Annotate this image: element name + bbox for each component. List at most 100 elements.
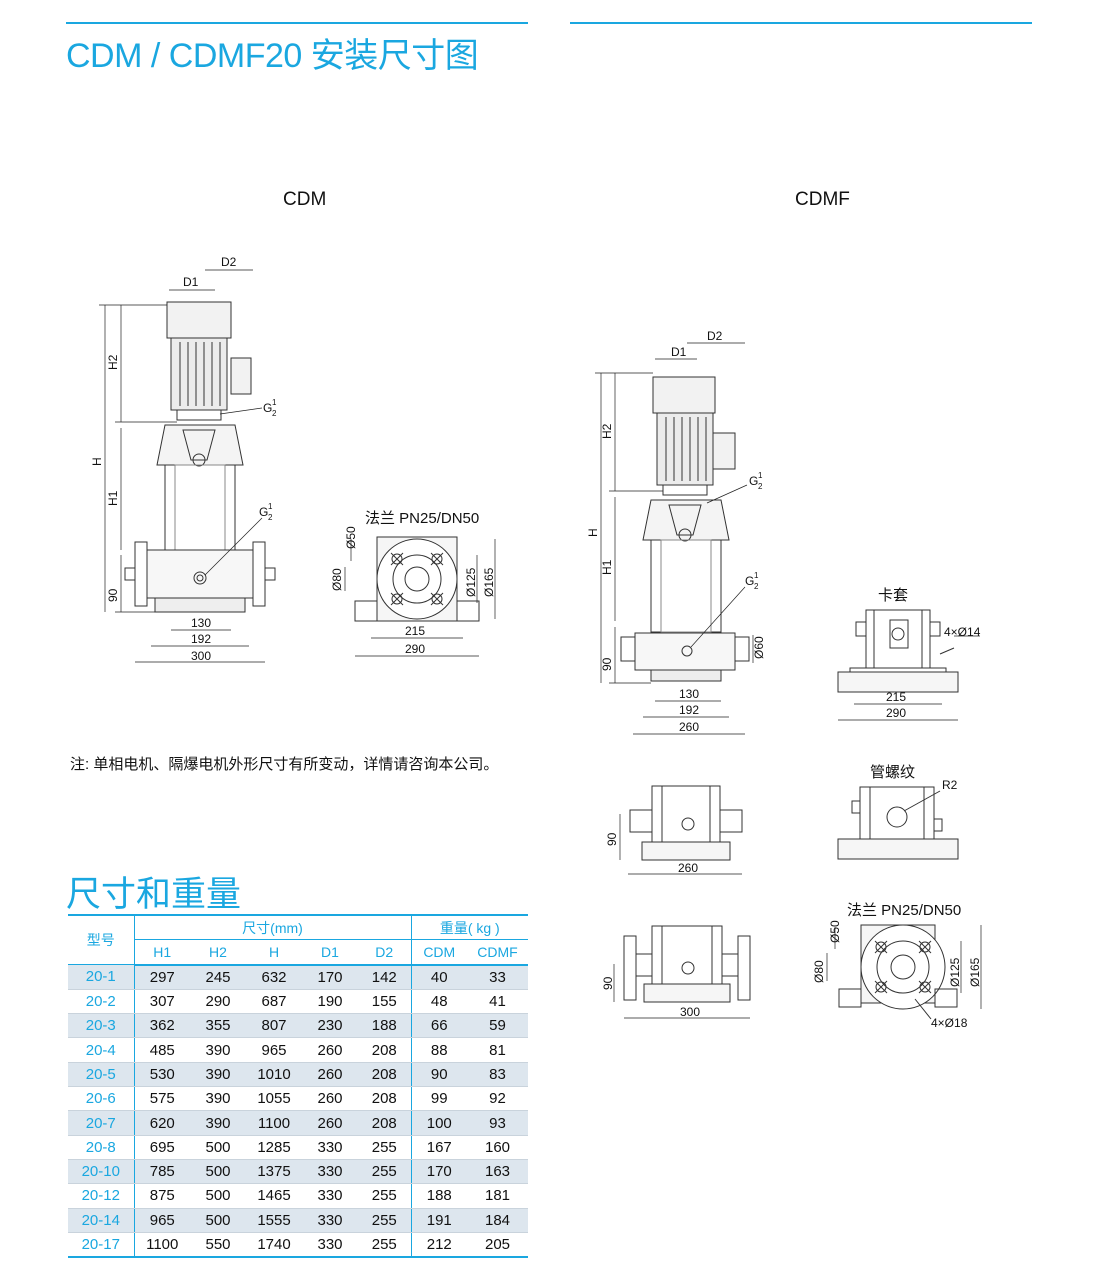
cdm-dim-h: H <box>90 457 104 466</box>
page-title: CDM / CDMF20 安装尺寸图 <box>66 37 479 75</box>
clamp-label: 卡套 <box>878 587 908 604</box>
cell-d1: 230 <box>302 1013 358 1039</box>
cdmf-drawing: D1 D2 H2 H H1 90 130 192 260 Ø60 G 1 2 G… <box>586 329 766 735</box>
cell-d1: 260 <box>302 1086 358 1112</box>
cell-h: 1375 <box>246 1159 302 1185</box>
cell-h2: 500 <box>190 1159 246 1185</box>
side2-dim-90: 90 <box>601 976 615 990</box>
cdmf-dim-192: 192 <box>679 703 699 717</box>
cell-d2: 208 <box>358 1086 412 1112</box>
cell-h2: 500 <box>190 1208 246 1233</box>
clamp-drawing: 卡套 4×Ø14 215 290 <box>837 587 981 721</box>
cell-d2: 188 <box>358 1013 412 1039</box>
cdm-dim-192: 192 <box>191 632 211 646</box>
cell-model: 20-1 <box>68 964 135 990</box>
cell-h2: 500 <box>190 1183 246 1209</box>
cell-h: 632 <box>246 964 302 990</box>
col-group-size: 尺寸(mm) <box>134 916 412 941</box>
cell-model: 20-7 <box>68 1110 135 1136</box>
table-row: 20-17 1100 550 1740 330 255 212 205 <box>68 1232 529 1259</box>
cell-d2: 255 <box>358 1183 412 1209</box>
col-group-weight: 重量( kg ) <box>411 916 529 941</box>
cell-h1: 530 <box>134 1062 190 1088</box>
cell-d2: 255 <box>358 1208 412 1233</box>
flange-top-drawing: 法兰 PN25/DN50 Ø50 Ø80 Ø125 Ø165 215 290 <box>330 510 496 657</box>
flange-top-label: 法兰 PN25/DN50 <box>365 510 479 527</box>
cdm-dim-h2: H2 <box>106 354 120 370</box>
cell-cdmf: 160 <box>467 1135 529 1160</box>
cell-cdm: 90 <box>411 1062 468 1088</box>
cell-d1: 330 <box>302 1232 358 1259</box>
cell-h: 1465 <box>246 1183 302 1209</box>
cdmf-dim-h: H <box>586 528 600 537</box>
cell-h1: 875 <box>134 1183 190 1209</box>
cell-cdmf: 41 <box>467 989 529 1015</box>
cdmf-dim-h2: H2 <box>600 423 614 439</box>
cell-cdm: 191 <box>411 1208 468 1233</box>
cell-h2: 390 <box>190 1110 246 1136</box>
cdmf-dim-60: Ø60 <box>752 636 766 659</box>
table-row: 20-14 965 500 1555 330 255 191 184 <box>68 1208 529 1233</box>
col-header-model: 型号 <box>68 916 135 966</box>
cell-d2: 208 <box>358 1037 412 1063</box>
pipe-thread-drawing: 管螺纹 R2 <box>837 764 959 860</box>
cell-h: 1740 <box>246 1232 302 1259</box>
cell-d1: 260 <box>302 1110 358 1136</box>
cell-model: 20-5 <box>68 1062 135 1088</box>
cell-cdmf: 184 <box>467 1208 529 1233</box>
clamp-dim-215: 215 <box>886 690 906 704</box>
flange-top-dim-80: Ø80 <box>330 568 344 591</box>
table-row: 20-5 530 390 1010 260 208 90 83 <box>68 1062 529 1088</box>
col-header-cdm: CDM <box>411 939 468 966</box>
pipe-thread-dim-r2: R2 <box>942 778 958 792</box>
flange-top-dim-215: 215 <box>405 624 425 638</box>
cell-model: 20-10 <box>68 1159 135 1185</box>
cdm-g-den-top: 2 <box>272 409 277 418</box>
col-header-cdmf: CDMF <box>467 939 529 966</box>
cell-cdm: 48 <box>411 989 468 1015</box>
table-row: 20-3 362 355 807 230 188 66 59 <box>68 1013 529 1039</box>
side-view-thread-drawing: 90 260 <box>605 785 743 875</box>
cell-cdm: 188 <box>411 1183 468 1209</box>
side1-dim-260: 260 <box>678 861 698 875</box>
cell-cdmf: 181 <box>467 1183 529 1209</box>
cdmf-dim-260: 260 <box>679 720 699 734</box>
cell-cdmf: 93 <box>467 1110 529 1136</box>
flange-bottom-drawing: 法兰 PN25/DN50 Ø50 Ø80 Ø125 Ø165 4×Ø18 <box>812 902 982 1030</box>
cell-h: 1100 <box>246 1110 302 1136</box>
cell-cdm: 66 <box>411 1013 468 1039</box>
cell-model: 20-2 <box>68 989 135 1015</box>
cell-h2: 550 <box>190 1232 246 1259</box>
cdm-g-num-bottom: 1 <box>268 502 273 511</box>
cdm-g-num-top: 1 <box>272 398 277 407</box>
clamp-dim-290: 290 <box>886 706 906 720</box>
cell-d2: 255 <box>358 1135 412 1160</box>
header-rule-left <box>66 22 528 24</box>
flange-bottom-dim-holes: 4×Ø18 <box>931 1016 968 1030</box>
flange-top-dim-125: Ø125 <box>464 567 478 597</box>
cell-h: 1555 <box>246 1208 302 1233</box>
cell-d1: 260 <box>302 1037 358 1063</box>
cell-d2: 208 <box>358 1110 412 1136</box>
cdm-dim-d1: D1 <box>183 275 199 289</box>
side2-dim-300: 300 <box>680 1005 700 1019</box>
cdm-dim-130: 130 <box>191 616 211 630</box>
cell-cdm: 100 <box>411 1110 468 1136</box>
cell-d1: 330 <box>302 1135 358 1160</box>
cdm-dim-d2: D2 <box>221 255 237 269</box>
cell-h2: 390 <box>190 1037 246 1063</box>
cell-h1: 307 <box>134 989 190 1015</box>
cell-h2: 245 <box>190 964 246 990</box>
cdm-view-label: CDM <box>283 189 327 210</box>
pipe-thread-label: 管螺纹 <box>870 764 915 781</box>
cell-h: 1285 <box>246 1135 302 1160</box>
flange-bottom-dim-165: Ø165 <box>968 957 982 987</box>
cell-h2: 500 <box>190 1135 246 1160</box>
table-row: 20-2 307 290 687 190 155 48 41 <box>68 989 529 1015</box>
cell-h1: 1100 <box>134 1232 190 1259</box>
flange-top-dim-290: 290 <box>405 642 425 656</box>
cell-h: 1010 <box>246 1062 302 1088</box>
cell-d1: 330 <box>302 1208 358 1233</box>
cell-h: 807 <box>246 1013 302 1039</box>
cell-cdmf: 92 <box>467 1086 529 1112</box>
